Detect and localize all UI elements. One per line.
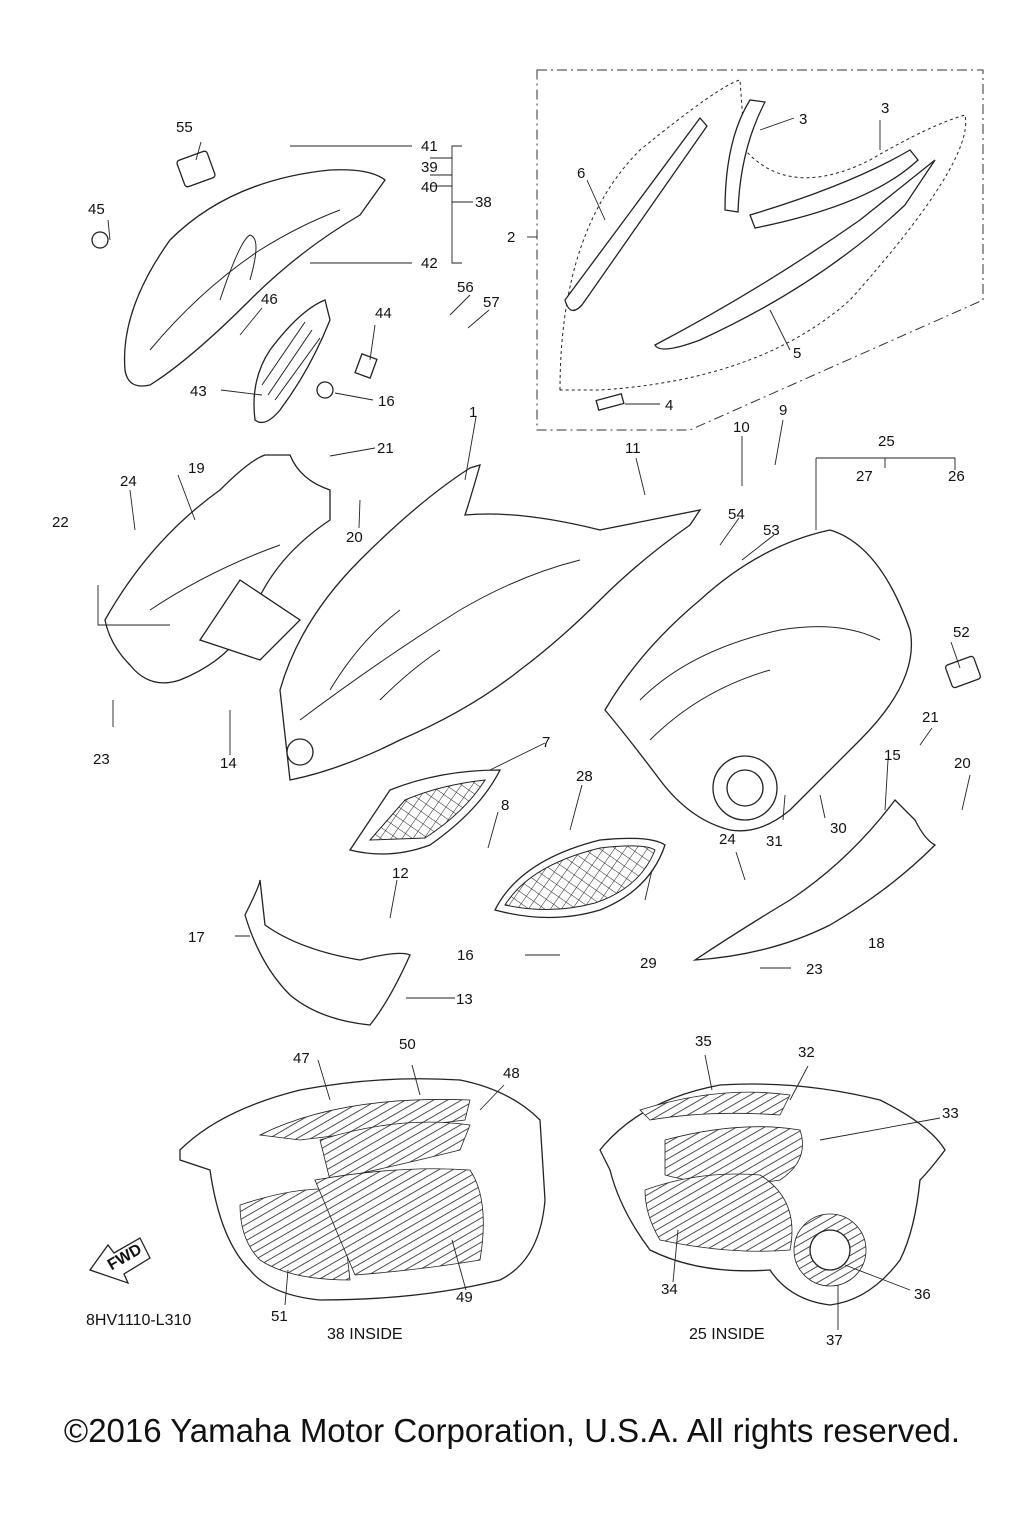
callout-35: 35 <box>695 1033 712 1050</box>
callout-27: 27 <box>856 468 873 485</box>
callout-44: 44 <box>375 305 392 322</box>
parts-diagram: 1 2 3 3 4 5 6 7 8 9 10 11 12 13 14 15 16… <box>52 69 984 1349</box>
callouts: 1 2 3 3 4 5 6 7 8 9 10 11 12 13 14 15 16… <box>52 100 971 1349</box>
callout-21: 21 <box>377 440 394 457</box>
callout-26: 26 <box>948 468 965 485</box>
callout-19: 19 <box>188 460 205 477</box>
inset-38-inside <box>179 1078 546 1301</box>
callout-23: 23 <box>93 751 110 768</box>
callout-8: 8 <box>501 797 509 814</box>
callout-29: 29 <box>640 955 657 972</box>
callout-3: 3 <box>799 111 807 128</box>
duct-43 <box>253 299 378 424</box>
callout-48: 48 <box>503 1065 520 1082</box>
fwd-arrow-icon <box>88 1237 151 1285</box>
grille-7 <box>348 769 502 855</box>
grille-28 <box>494 837 666 919</box>
callout-37: 37 <box>826 1332 843 1349</box>
callout-24: 24 <box>719 831 736 848</box>
callout-1: 1 <box>469 404 477 421</box>
callout-6: 6 <box>577 165 585 182</box>
callout-43: 43 <box>190 383 207 400</box>
callout-3: 3 <box>881 100 889 117</box>
copyright-notice: ©2016 Yamaha Motor Corporation, U.S.A. A… <box>63 1412 961 1449</box>
main-panel-1 <box>279 464 702 781</box>
callout-14: 14 <box>220 755 237 772</box>
callout-41: 41 <box>421 138 438 155</box>
callout-38: 38 <box>475 194 492 211</box>
callout-7: 7 <box>542 734 550 751</box>
callout-49: 49 <box>456 1289 473 1306</box>
callout-17: 17 <box>188 929 205 946</box>
callout-31: 31 <box>766 833 783 850</box>
callout-11: 11 <box>625 440 641 457</box>
callout-24: 24 <box>120 473 137 490</box>
callout-10: 10 <box>733 419 750 436</box>
callout-16: 16 <box>378 393 395 410</box>
callout-47: 47 <box>293 1050 310 1067</box>
decal-group <box>536 69 984 431</box>
callout-30: 30 <box>830 820 847 837</box>
callout-34: 34 <box>661 1281 678 1298</box>
callout-25: 25 <box>878 433 895 450</box>
inset-right-caption: 25 INSIDE <box>689 1326 765 1343</box>
callout-52: 52 <box>953 624 970 641</box>
callout-50: 50 <box>399 1036 416 1053</box>
callout-22: 22 <box>52 514 69 531</box>
callout-36: 36 <box>914 1286 931 1303</box>
callout-23: 23 <box>806 961 823 978</box>
callout-4: 4 <box>665 397 673 414</box>
callout-20: 20 <box>346 529 363 546</box>
callout-20: 20 <box>954 755 971 772</box>
callout-5: 5 <box>793 345 801 362</box>
callout-56: 56 <box>457 279 474 296</box>
callout-15: 15 <box>884 747 901 764</box>
callout-51: 51 <box>271 1308 288 1325</box>
diagram-code: 8HV1110-L310 <box>86 1312 191 1329</box>
callout-54: 54 <box>728 506 745 523</box>
inset-left-caption: 38 INSIDE <box>327 1326 403 1343</box>
cover-18 <box>692 799 937 961</box>
side-cover-38 <box>91 150 386 387</box>
callout-21: 21 <box>922 709 939 726</box>
side-cover-19 <box>104 454 331 684</box>
callout-55: 55 <box>176 119 193 136</box>
leader-lines <box>97 117 971 1330</box>
callout-18: 18 <box>868 935 885 952</box>
callout-53: 53 <box>763 522 780 539</box>
callout-42: 42 <box>421 255 438 272</box>
callout-13: 13 <box>456 991 473 1008</box>
inset-25-inside <box>599 1083 946 1306</box>
callout-2: 2 <box>507 229 515 246</box>
callout-45: 45 <box>88 201 105 218</box>
callout-28: 28 <box>576 768 593 785</box>
callout-16: 16 <box>457 947 474 964</box>
callout-33: 33 <box>942 1105 959 1122</box>
cover-17 <box>244 879 411 1026</box>
side-cover-25 <box>604 529 982 832</box>
callout-57: 57 <box>483 294 500 311</box>
callout-12: 12 <box>392 865 409 882</box>
callout-32: 32 <box>798 1044 815 1061</box>
callout-46: 46 <box>261 291 278 308</box>
callout-40: 40 <box>421 179 438 196</box>
callout-39: 39 <box>421 159 438 176</box>
callout-9: 9 <box>779 402 787 419</box>
